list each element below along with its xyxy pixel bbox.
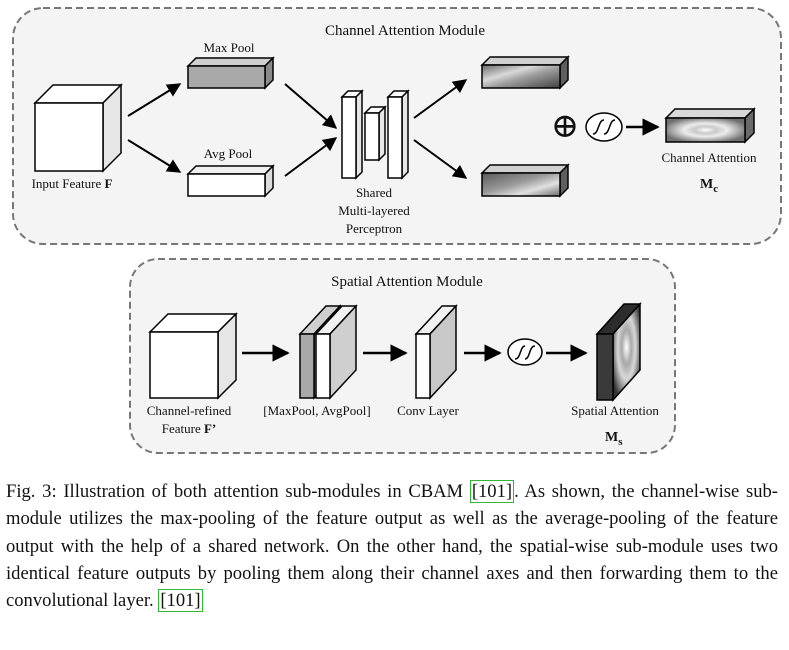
avgpool-vector <box>186 164 275 198</box>
spatial-attention-map <box>595 302 642 402</box>
mlp-label-line2: Multi-layered <box>338 203 410 218</box>
citation-link-1[interactable]: [101] <box>469 480 515 503</box>
pooled-maps-label: [MaxPool, AvgPool] <box>263 403 370 418</box>
caption-text-part1: Fig. 3: Illustration of both attention s… <box>6 481 470 502</box>
shared-mlp <box>340 89 410 180</box>
arrow-to-avgpool <box>127 139 182 173</box>
mlp-label-line1: Shared <box>356 185 393 200</box>
input-feature-label: Input Feature F <box>32 176 113 191</box>
channel-refined-feature-cube <box>148 312 238 400</box>
spatial-attention-label: Spatial Attention <box>571 403 659 418</box>
mlp-output-vector-upper <box>480 55 570 90</box>
arrow-avgpool-to-mlp <box>284 137 338 177</box>
cbam-figure: Channel Attention Module Input Feature F… <box>12 7 782 454</box>
arrow-maxpool-to-mlp <box>284 83 338 129</box>
channel-attention-symbol: Mc <box>700 177 718 195</box>
avgpool-label: Avg Pool <box>204 146 253 161</box>
channel-attention-module: Channel Attention Module Input Feature F… <box>12 7 782 245</box>
channel-refined-label-line2: Feature F’ <box>162 421 217 436</box>
mlp-label-line3: Perceptron <box>346 221 403 236</box>
diagram-canvas: Channel Attention Module Input Feature F… <box>12 7 782 454</box>
conv-layer <box>414 304 458 400</box>
arrow-mlp-to-lower-output <box>413 139 468 179</box>
caption-text-part2: . As shown, the channel-wise sub-module … <box>6 481 778 612</box>
maxpool-vector <box>186 56 275 90</box>
channel-refined-label-line1: Channel-refined <box>147 403 232 418</box>
sigmoid-icon <box>585 112 623 142</box>
maxpool-label: Max Pool <box>204 40 255 55</box>
arrow-mlp-to-upper-output <box>413 79 468 119</box>
spatial-module-title: Spatial Attention Module <box>331 274 483 290</box>
pooled-feature-maps <box>298 304 358 400</box>
channel-module-title: Channel Attention Module <box>325 23 485 39</box>
conv-layer-label: Conv Layer <box>397 403 459 418</box>
elementwise-sum-icon: ⊕ <box>551 108 580 145</box>
spatial-attention-module: Spatial Attention Module Channel-refined… <box>129 258 676 454</box>
channel-attention-label: Channel Attention <box>662 150 757 165</box>
mlp-output-vector-lower <box>480 163 570 198</box>
citation-link-2[interactable]: [101] <box>158 589 203 613</box>
figure-caption: Fig. 3: Illustration of both attention s… <box>6 478 778 614</box>
input-feature-cube <box>33 83 123 173</box>
arrow-to-maxpool <box>127 83 182 117</box>
channel-attention-map <box>664 107 756 144</box>
spatial-attention-symbol: Ms <box>605 430 623 448</box>
spatial-sigmoid-icon <box>507 338 543 366</box>
